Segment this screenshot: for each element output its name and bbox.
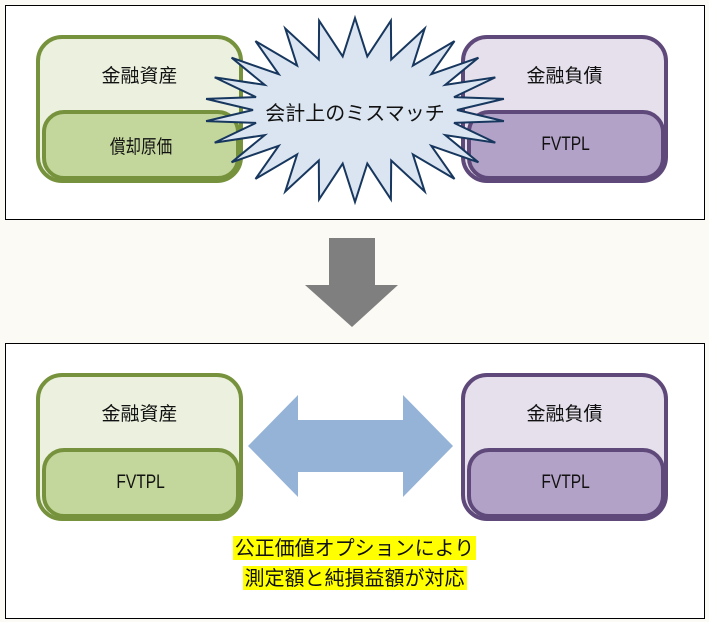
note-line-1-text: 公正価値オプションにより xyxy=(232,536,477,560)
before-liability-title: 金融負債 xyxy=(526,65,603,87)
down-arrow-icon xyxy=(305,238,398,327)
before-liability-box: 金融負債 FVTPL xyxy=(461,35,668,183)
after-liability-title: 金融負債 xyxy=(526,403,603,425)
after-asset-title: 金融資産 xyxy=(101,403,178,425)
before-liability-measurement-box: FVTPL xyxy=(467,110,665,180)
burst-shape xyxy=(205,14,505,206)
mismatch-burst-icon xyxy=(205,14,505,206)
after-liability-box: 金融負債 FVTPL xyxy=(461,373,668,521)
mismatch-label: 会計上のミスマッチ xyxy=(265,101,445,125)
before-asset-measurement: 償却原価 xyxy=(109,136,173,158)
note-line-2: 測定額と純損益額が対応 xyxy=(0,566,709,590)
after-liability-measurement: FVTPL xyxy=(541,472,591,493)
after-asset-measurement-box: FVTPL xyxy=(42,448,240,518)
before-asset-title: 金融資産 xyxy=(101,65,178,87)
after-asset-box: 金融資産 FVTPL xyxy=(36,373,243,521)
before-liability-measurement: FVTPL xyxy=(541,134,591,155)
down-arrow-shape xyxy=(305,238,398,327)
note-line-1: 公正価値オプションにより xyxy=(0,536,709,560)
after-liability-measurement-box: FVTPL xyxy=(467,448,665,518)
after-asset-measurement: FVTPL xyxy=(116,472,166,493)
double-arrow-shape xyxy=(248,395,453,497)
note-line-2-text: 測定額と純損益額が対応 xyxy=(242,566,467,590)
